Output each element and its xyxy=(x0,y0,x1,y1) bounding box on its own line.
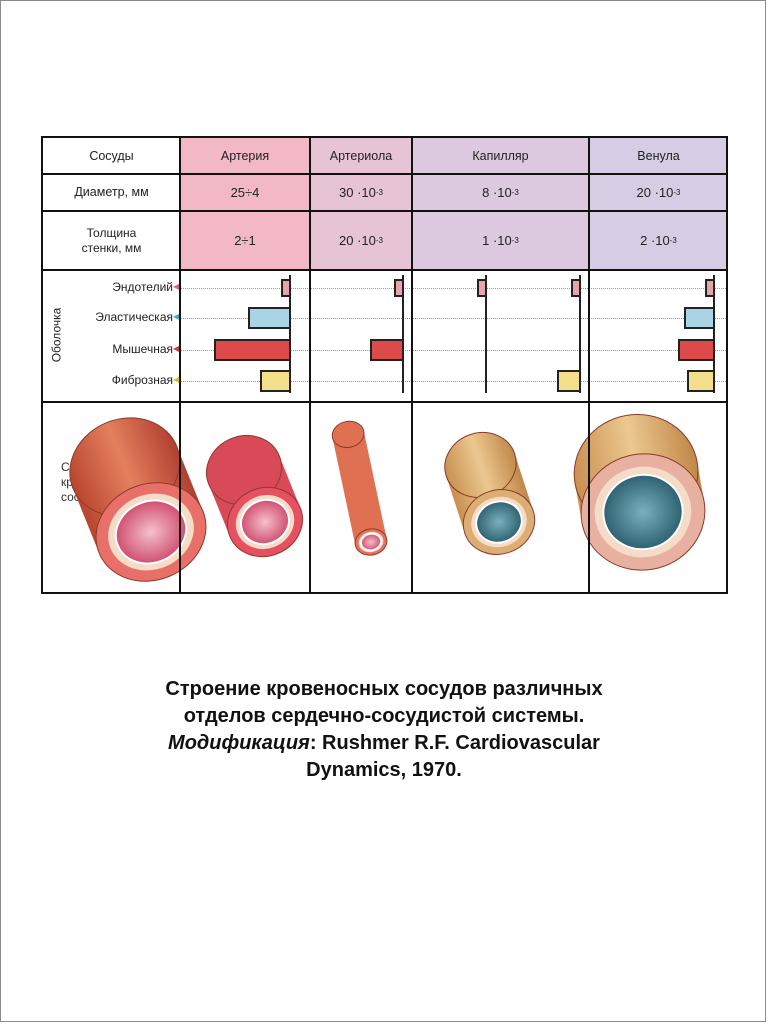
wall-capillary: 1 ·10-3 xyxy=(482,233,519,248)
layer-baseline-capillary xyxy=(485,275,487,393)
vessel-comparison-table: СосудыАртерияАртериолаКапиллярВенулаВена… xyxy=(41,136,728,594)
layer-label-3: Фиброзная xyxy=(111,373,173,387)
capillary-illustration xyxy=(331,420,388,556)
diameter-artery: 25÷4 xyxy=(230,185,260,200)
layer-bar-arteriole-0 xyxy=(394,279,404,297)
wall-venule: 2 ·10-3 xyxy=(640,233,677,248)
arteriole-illustration xyxy=(206,434,303,558)
layer-marker-3: ◀ xyxy=(173,375,180,384)
layer-guide-1 xyxy=(180,318,726,319)
layer-label-2: Мышечная xyxy=(112,342,173,356)
grid-col-line-3 xyxy=(411,138,413,592)
layer-guide-3 xyxy=(180,381,726,382)
layer-label-0: Эндотелий xyxy=(112,280,173,294)
diameter-label-text: Диаметр, мм xyxy=(74,185,149,199)
wall-arteriole: 20 ·10-3 xyxy=(339,233,383,248)
caption-line-3: Модификация: Rushmer R.F. Cardiovascular xyxy=(84,730,684,757)
layer-marker-0: ◀ xyxy=(173,282,180,291)
grid-col-line-1 xyxy=(179,138,181,592)
column-bg-arteriole xyxy=(310,138,412,270)
column-bg-capillary xyxy=(412,138,589,270)
layer-marker-2: ◀ xyxy=(173,344,180,353)
grid-col-line-4 xyxy=(588,138,590,592)
layer-bar-venule-0 xyxy=(571,279,581,297)
layer-guide-0 xyxy=(180,288,726,289)
grid-row-line-1 xyxy=(43,173,726,175)
layer-bar-artery-2 xyxy=(214,339,291,361)
header-artery: Артерия xyxy=(220,149,270,163)
caption-italic: Модификация xyxy=(168,732,310,754)
header-vessels-label: Сосуды xyxy=(89,149,134,163)
wall-artery: 2÷1 xyxy=(234,233,256,248)
column-bg-venule xyxy=(589,138,726,270)
layer-marker-1: ◀ xyxy=(173,312,180,321)
column-bg-artery xyxy=(180,138,310,270)
vein-illustration xyxy=(573,413,706,571)
layer-bar-vein-0 xyxy=(705,279,715,297)
layer-baseline-arteriole xyxy=(402,275,404,393)
layer-bar-arteriole-2 xyxy=(370,339,404,361)
layer-bar-artery-0 xyxy=(281,279,291,297)
diameter-venule: 20 ·10-3 xyxy=(636,185,681,200)
artery-illustration xyxy=(69,417,207,582)
diameter-label: Диаметр, мм xyxy=(43,174,180,211)
layer-bar-vein-2 xyxy=(678,339,715,361)
diameter-arteriole: 30 ·10-3 xyxy=(339,185,383,200)
layer-baseline-artery xyxy=(289,275,291,393)
grid-row-line-4 xyxy=(43,401,726,403)
grid-row-line-3 xyxy=(43,269,726,271)
layer-bar-artery-1 xyxy=(248,307,291,329)
grid-row-line-2 xyxy=(43,210,726,212)
caption-reference: : Rushmer R.F. Cardiovascular xyxy=(309,732,600,754)
header-arteriole: Артериола xyxy=(329,149,393,163)
venule-illustration xyxy=(444,432,536,555)
layer-bar-venule-3 xyxy=(557,370,581,392)
layer-bar-vein-1 xyxy=(684,307,715,329)
caption-line-4: Dynamics, 1970. xyxy=(306,759,462,781)
layer-bar-artery-3 xyxy=(260,370,291,392)
caption-line-1: Строение кровеносных сосудов различных xyxy=(165,678,603,700)
header-capillary: Капилляр xyxy=(472,149,529,163)
layer-baseline-venule xyxy=(579,275,581,393)
grid-col-line-2 xyxy=(309,138,311,592)
figure-caption: Строение кровеносных сосудов различных о… xyxy=(84,676,684,784)
caption-line-2: отделов сердечно-сосудистой системы. xyxy=(183,705,585,727)
layer-bar-vein-3 xyxy=(687,370,715,392)
layer-baseline-vein xyxy=(713,275,715,393)
diameter-capillary: 8 ·10-3 xyxy=(482,185,519,200)
layer-guide-2 xyxy=(180,350,726,351)
layer-label-1: Эластическая xyxy=(95,310,173,324)
vessel-illustrations xyxy=(69,413,706,582)
layer-bar-capillary-0 xyxy=(477,279,487,297)
header-venule: Венула xyxy=(637,149,680,163)
